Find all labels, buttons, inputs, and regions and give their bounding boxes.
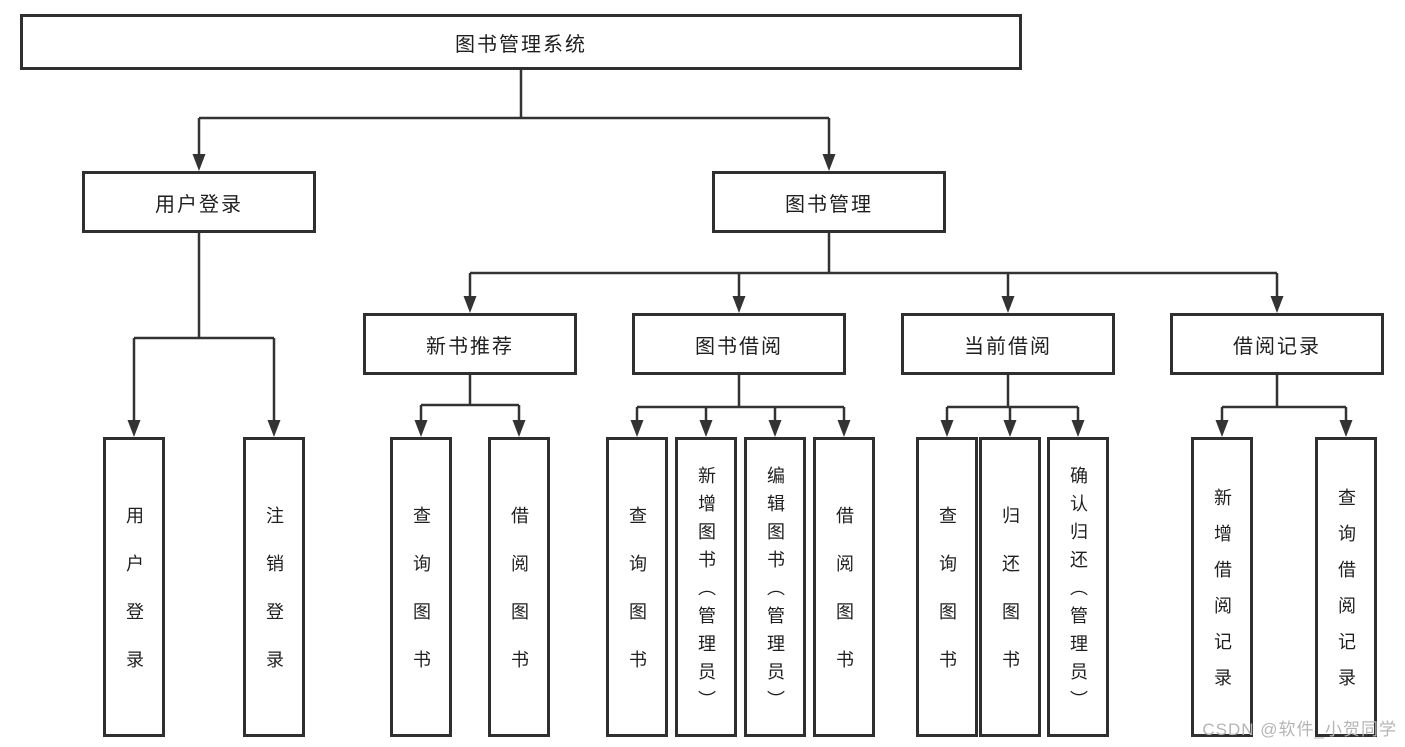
arrow-down-icon <box>192 154 206 171</box>
node-borrowing-records: 借阅记录 <box>1170 313 1384 375</box>
leaf-user-login-label: 用户登录 <box>124 506 144 698</box>
arrow-down-icon <box>463 296 477 313</box>
leaf-current-confirm-return-admin: 确认归还（管理员） <box>1047 437 1109 737</box>
arrow-down-icon <box>1215 420 1229 437</box>
arrow-down-icon <box>1003 420 1017 437</box>
leaf-logout-login: 注销登录 <box>243 437 305 737</box>
leaf-borrow-query-books: 查询图书 <box>606 437 668 737</box>
leaf-borrow-edit-book-admin: 编辑图书（管理员） <box>744 437 806 737</box>
arrow-down-icon <box>837 420 851 437</box>
watermark: CSDN @软件_小贺同学 <box>1202 720 1397 739</box>
arrow-down-icon <box>127 420 141 437</box>
arrow-down-icon <box>768 420 782 437</box>
node-book-management: 图书管理 <box>712 171 946 233</box>
arrow-down-icon <box>1001 296 1015 313</box>
node-root-label: 图书管理系统 <box>455 33 587 56</box>
arrow-down-icon <box>1270 296 1284 313</box>
node-current-borrowing: 当前借阅 <box>901 313 1115 375</box>
arrow-down-icon <box>699 420 713 437</box>
leaf-records-query-borrow-record: 查询借阅记录 <box>1315 437 1377 737</box>
leaf-borrow-edit-book-admin-label: 编辑图书（管理员） <box>765 466 785 718</box>
leaf-records-query-borrow-record-label: 查询借阅记录 <box>1336 488 1356 704</box>
node-user-login: 用户登录 <box>82 171 316 233</box>
arrow-down-icon <box>940 420 954 437</box>
node-book-borrowing-label: 图书借阅 <box>695 335 783 358</box>
arrow-down-icon <box>1339 420 1353 437</box>
arrow-down-icon <box>1071 420 1085 437</box>
node-book-borrowing: 图书借阅 <box>632 313 846 375</box>
leaf-borrow-borrow-books: 借阅图书 <box>813 437 875 737</box>
leaf-current-confirm-return-admin-label: 确认归还（管理员） <box>1068 466 1088 718</box>
leaf-newbook-query-books: 查询图书 <box>390 437 452 737</box>
leaf-logout-login-label: 注销登录 <box>264 506 284 698</box>
node-book-management-label: 图书管理 <box>785 193 873 216</box>
leaf-newbook-query-books-label: 查询图书 <box>411 506 431 698</box>
node-root-library-management-system: 图书管理系统 <box>20 14 1022 70</box>
leaf-borrow-borrow-books-label: 借阅图书 <box>834 506 854 698</box>
leaf-borrow-add-book-admin: 新增图书（管理员） <box>675 437 737 737</box>
leaf-records-add-borrow-record-label: 新增借阅记录 <box>1212 488 1232 704</box>
leaf-current-query-books: 查询图书 <box>916 437 978 737</box>
arrow-down-icon <box>414 420 428 437</box>
node-new-book-recommendation: 新书推荐 <box>363 313 577 375</box>
leaf-current-return-book: 归还图书 <box>979 437 1041 737</box>
leaf-borrow-query-books-label: 查询图书 <box>627 506 647 698</box>
arrow-down-icon <box>512 420 526 437</box>
arrow-down-icon <box>822 154 836 171</box>
node-user-login-label: 用户登录 <box>155 193 243 216</box>
arrow-down-icon <box>630 420 644 437</box>
arrow-down-icon <box>732 296 746 313</box>
leaf-records-add-borrow-record: 新增借阅记录 <box>1191 437 1253 737</box>
leaf-newbook-borrow-books-label: 借阅图书 <box>509 506 529 698</box>
node-borrowing-records-label: 借阅记录 <box>1233 335 1321 358</box>
node-current-borrowing-label: 当前借阅 <box>964 335 1052 358</box>
leaf-user-login: 用户登录 <box>103 437 165 737</box>
leaf-current-query-books-label: 查询图书 <box>937 506 957 698</box>
leaf-current-return-book-label: 归还图书 <box>1000 506 1020 698</box>
leaf-borrow-add-book-admin-label: 新增图书（管理员） <box>696 466 716 718</box>
leaf-newbook-borrow-books: 借阅图书 <box>488 437 550 737</box>
arrow-down-icon <box>267 420 281 437</box>
node-new-book-recommendation-label: 新书推荐 <box>426 335 514 358</box>
